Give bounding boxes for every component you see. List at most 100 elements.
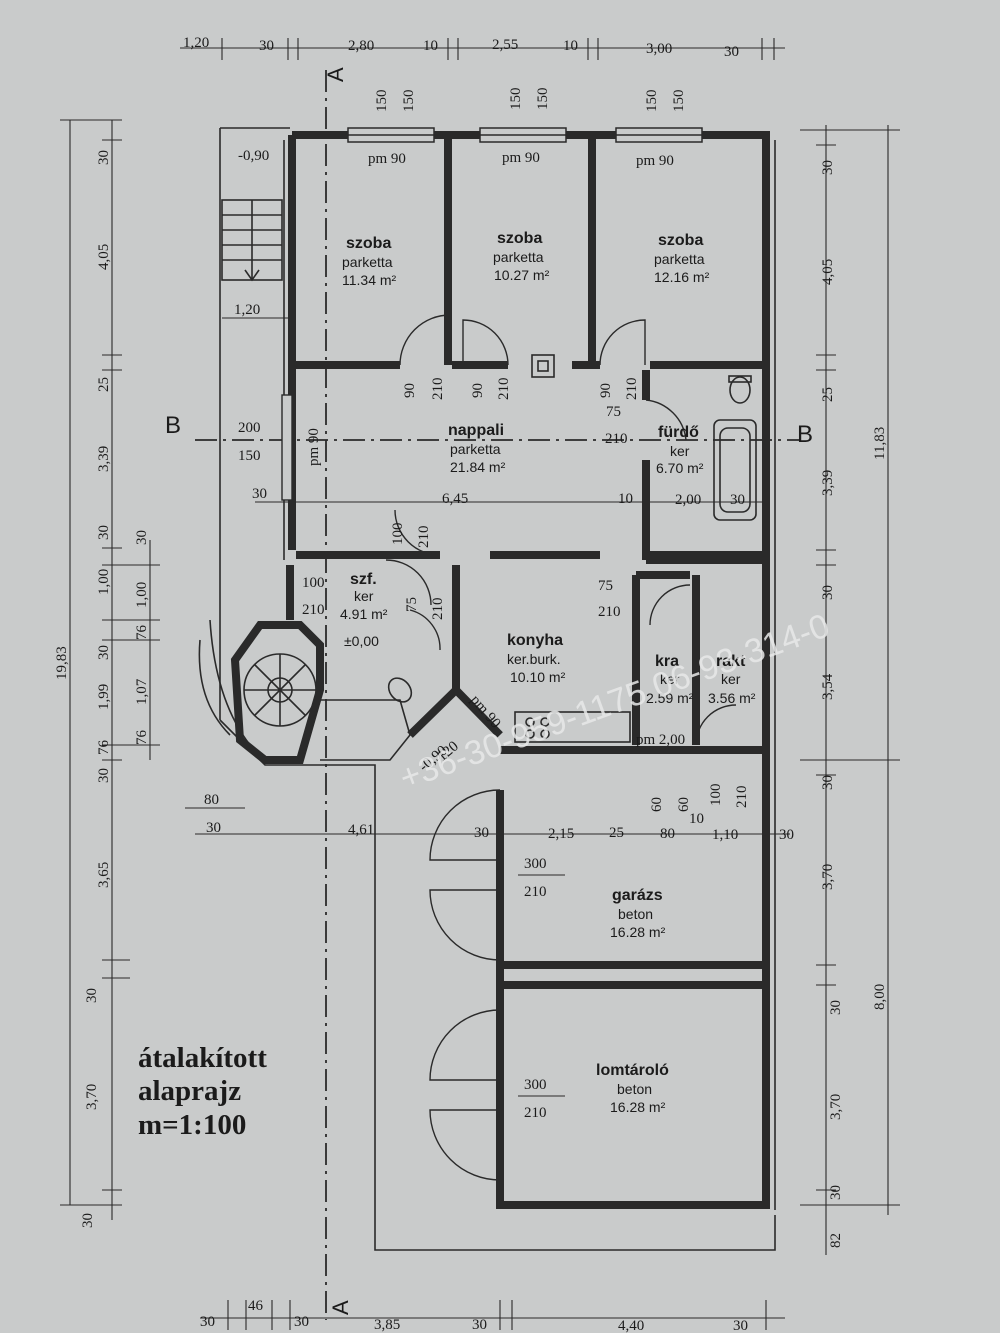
right-dim-9: 30	[828, 1000, 844, 1015]
room-szf: szf. ker 4.91 m² ±0,00	[340, 571, 388, 649]
room-szoba-1: szoba parketta 11.34 m²	[342, 235, 397, 288]
right-dim-10: 3,70	[828, 1094, 844, 1120]
section-mark-b-right: B	[797, 421, 813, 448]
furdo-dim-30: 30	[730, 492, 745, 508]
left-dim-3: 25	[96, 377, 112, 392]
right-dim-7: 30	[820, 775, 836, 790]
left-inner-dim-4: 1,07	[134, 678, 150, 705]
room-name: szoba	[497, 230, 542, 247]
right-dim-2: 4,05	[820, 259, 836, 285]
nappali-dim-645: 6,45	[442, 491, 468, 507]
window-dim-5: 150	[644, 90, 660, 113]
top-dim-4: 10	[423, 38, 438, 54]
room-szoba-3: szoba parketta 12.16 m²	[654, 232, 710, 285]
section-mark-a-bottom: A	[328, 1300, 353, 1315]
dimension-left: 19,83 30 4,05 25 3,39 30 1,00 30 1,99 76…	[54, 119, 160, 1228]
top-dim-3: 2,80	[348, 38, 374, 54]
window-dim-3: 150	[508, 88, 524, 111]
top-dim-6: 10	[563, 38, 578, 54]
bottom-dim-2: 46	[248, 1298, 264, 1314]
room-name: rakt	[716, 653, 746, 670]
nappali-dim-10: 10	[618, 491, 633, 507]
room-level: ±0,00	[344, 633, 379, 649]
room-floor: ker	[670, 443, 690, 459]
konyha-dim-75: 75	[598, 578, 613, 594]
top-dim-7: 3,00	[646, 41, 672, 57]
nap-door-100: 100	[390, 523, 406, 546]
right-dim-12: 82	[828, 1233, 844, 1248]
room-lomtarolo: lomtároló beton 16.28 m²	[596, 1062, 669, 1115]
bottom-dim-3: 30	[294, 1314, 309, 1330]
left-dim-8: 1,99	[96, 684, 112, 710]
section-mark-b-left: B	[165, 412, 181, 439]
room-rakt: rakt ker 3.56 m²	[708, 653, 756, 706]
window-dim-1: 150	[374, 90, 390, 113]
door-dim-90b: 90	[470, 383, 486, 398]
left-total: 19,83	[54, 646, 70, 680]
door-dim-210a: 210	[430, 378, 446, 401]
room-kra: kra ker 2.59 m²	[646, 653, 694, 706]
door-dim-90a: 90	[402, 383, 418, 398]
room-floor: ker	[721, 671, 741, 687]
bathroom-fixtures	[387, 375, 757, 703]
room-area: 2.59 m²	[646, 690, 694, 706]
windows-top	[281, 127, 703, 501]
right-dim-4: 3,39	[820, 470, 836, 496]
furdo-door-210: 210	[605, 431, 628, 447]
right-dim-8: 3,70	[820, 864, 836, 890]
left-dim-11: 3,65	[96, 862, 112, 888]
left-dim-13: 3,70	[84, 1084, 100, 1110]
g-dim-60b: 60	[676, 797, 692, 812]
left-dim-5: 30	[96, 525, 112, 540]
szf-dim-75: 75	[404, 597, 420, 612]
bottom-dim-5: 30	[472, 1317, 487, 1333]
left-inner-dim-1: 30	[134, 530, 150, 545]
left-dim-10: 30	[96, 768, 112, 783]
room-name: szf.	[350, 571, 377, 588]
nap-door-210: 210	[416, 526, 432, 549]
right-total-2: 8,00	[872, 984, 888, 1010]
left-dim-7: 30	[96, 645, 112, 660]
window-label-3: pm 90	[636, 153, 674, 169]
level-marker-upper: -0,90	[238, 148, 269, 164]
dimension-right: 30 4,05 25 3,39 30 3,54 30 3,70 30 3,70 …	[800, 125, 900, 1255]
b-dim-200: 200	[238, 420, 261, 436]
szf-dim-210: 210	[302, 602, 325, 618]
left-inner-dim-3: 76	[134, 625, 150, 641]
door-dim-90c: 90	[598, 383, 614, 398]
door-dim-210c: 210	[624, 378, 640, 401]
room-konyha: konyha ker.burk. 10.10 m²	[507, 632, 566, 685]
kitchen-counter	[514, 711, 631, 743]
konyha-dim-210: 210	[598, 604, 621, 620]
dimension-bottom: 30 46 30 3,85 30 4,40 30	[200, 1298, 785, 1333]
g-dim-100: 100	[708, 784, 724, 807]
room-name: kra	[655, 653, 679, 670]
room-area: 10.10 m²	[510, 669, 566, 685]
room-floor: parketta	[654, 251, 705, 267]
top-dim-1: 1,20	[183, 35, 209, 51]
pm-left: pm 90	[306, 428, 322, 466]
interior-dimensions: 1,20 200 150 pm 90 30 6,45 10 2,00 30 90…	[185, 302, 794, 1121]
left-dim-14: 30	[80, 1213, 96, 1228]
g-dim-80: 80	[204, 792, 219, 808]
left-dim-9: 76	[134, 730, 150, 746]
room-szoba-2: szoba parketta 10.27 m²	[493, 230, 550, 283]
left-dim-12: 30	[84, 988, 100, 1003]
room-name: szoba	[346, 235, 391, 252]
right-dim-5: 30	[820, 585, 836, 600]
szf-dim-210b: 210	[430, 598, 446, 621]
g-dim-80b: 80	[660, 826, 675, 842]
room-floor: ker.burk.	[507, 651, 561, 667]
drawing-title: átalakított alaprajz m=1:100	[138, 1042, 267, 1141]
room-furdo: fürdő ker 6.70 m²	[656, 424, 704, 476]
chimney	[531, 354, 555, 378]
room-name: konyha	[507, 632, 563, 649]
outside-stairs	[221, 199, 283, 282]
room-floor: beton	[618, 906, 653, 922]
stair-width-dim: 1,20	[234, 302, 260, 318]
room-name: fürdő	[658, 424, 699, 441]
left-inner-dim-2: 1,00	[134, 582, 150, 608]
window-dim-2: 150	[401, 90, 417, 113]
room-nappali: nappali parketta 21.84 m²	[448, 422, 506, 475]
window-dim-4: 150	[535, 88, 551, 111]
